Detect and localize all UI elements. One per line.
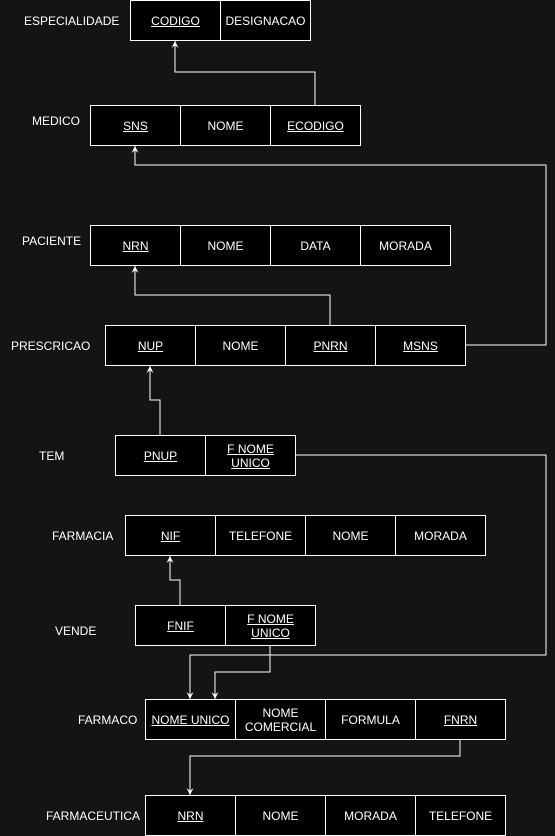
table-name-farmaco: FARMACO [78,713,138,727]
column-cell-vende-fnif: FNIF [135,605,226,646]
column-label: CODIGO [151,13,200,28]
table-name-farmacia: FARMACIA [52,529,114,543]
column-cell-farmaco-fnrn: FNRN [415,699,506,740]
table-name-paciente: PACIENTE [22,234,82,248]
arrowhead-icon [171,41,179,48]
arrowhead-icon [146,366,154,373]
column-cell-tem-pnup: PNUP [115,435,206,476]
column-label: NIF [160,528,181,543]
column-label: DESIGNACAO [225,13,306,28]
connector-line [174,41,316,105]
column-label: SNS [123,118,148,133]
column-label: NOME [207,118,244,133]
column-cell-farmaceutica-nrn: NRN [145,795,236,836]
column-label: TELEFONE [228,528,293,543]
column-label: NOME [207,238,244,253]
arrowhead-icon [131,146,139,153]
arrowhead-icon [186,788,194,795]
column-label: PNUP [143,448,178,463]
column-label: NRN [177,808,204,823]
column-label: FNRN [443,712,478,727]
column-label: FNIF [167,618,194,633]
column-label: DATA [300,238,331,253]
column-label: NOME [262,808,299,823]
table-name-prescricao: PRESCRICAO [11,339,91,353]
column-cell-especialidade-designacao: DESIGNACAO [220,0,311,41]
column-cell-farmaceutica-morada: MORADA [325,795,416,836]
table-name-tem: TEM [39,449,65,463]
column-cell-farmaco-nome-comercial: NOME COMERCIAL [235,699,326,740]
arrowhead-icon [131,266,139,273]
column-label: TELEFONE [428,808,493,823]
column-cell-especialidade-codigo: CODIGO [130,0,221,41]
connector-line [214,645,271,699]
table-name-vende: VENDE [55,624,97,638]
link-farmaco-farmaceutica [186,739,461,795]
column-cell-paciente-nrn: NRN [90,225,181,266]
table-name-especialidade: ESPECIALIDADE [24,14,120,28]
column-cell-prescricao-pnrn: PNRN [285,325,376,366]
connector-line [134,146,547,346]
table-name-farmaceutica: FARMACEUTICA [46,809,141,823]
column-cell-vende-f-nome-unico: F NOME UNICO [225,605,316,646]
column-cell-farmaceutica-telefone: TELEFONE [415,795,506,836]
link-vende-farmacia [166,556,181,605]
column-cell-prescricao-nup: NUP [105,325,196,366]
column-cell-farmaco-nome-unico: NOME UNICO [145,699,236,740]
column-label: F NOME UNICO [247,611,294,640]
column-cell-farmaceutica-nome: NOME [235,795,326,836]
column-cell-medico-sns: SNS [90,105,181,146]
column-cell-paciente-data: DATA [270,225,361,266]
column-cell-farmacia-nif: NIF [125,515,216,556]
connector-line [189,739,461,795]
column-cell-medico-nome: NOME [180,105,271,146]
link-tem-farmaco [186,454,547,699]
column-label: NOME [332,528,369,543]
column-label: NOME COMERCIAL [244,705,317,734]
column-label: MORADA [414,528,467,543]
column-cell-farmacia-nome: NOME [305,515,396,556]
column-label: PNRN [313,338,348,353]
connector-line [169,556,181,605]
arrowhead-icon [186,692,194,699]
column-cell-farmacia-telefone: TELEFONE [215,515,306,556]
arrowhead-icon [166,556,174,563]
column-cell-farmaco-formula: FORMULA [325,699,416,740]
link-prescricao-medico [131,146,547,346]
column-cell-prescricao-nome: NOME [195,325,286,366]
column-label: ECODIGO [287,118,344,133]
column-cell-paciente-morada: MORADA [360,225,451,266]
column-cell-prescricao-msns: MSNS [375,325,466,366]
column-cell-farmacia-morada: MORADA [395,515,486,556]
column-label: NOME UNICO [151,712,230,727]
column-label: MSNS [403,338,438,353]
link-vende-farmaco [211,645,271,699]
column-label: MORADA [344,808,397,823]
column-label: FORMULA [341,712,400,727]
column-cell-paciente-nome: NOME [180,225,271,266]
column-cell-tem-f-nome-unico: F NOME UNICO [205,435,296,476]
link-prescricao-paciente [131,266,331,325]
column-label: F NOME UNICO [227,441,274,470]
column-label: NUP [137,338,164,353]
arrowhead-icon [211,692,219,699]
column-label: MORADA [379,238,432,253]
connector-line [189,454,547,699]
link-tem-prescricao [146,366,161,435]
table-name-medico: MEDICO [32,114,80,128]
column-cell-medico-ecodigo: ECODIGO [270,105,361,146]
connector-line [134,266,331,325]
column-label: NOME [222,338,259,353]
column-label: NRN [122,238,149,253]
link-medico-especialidade [171,41,316,105]
connector-line [149,366,161,435]
